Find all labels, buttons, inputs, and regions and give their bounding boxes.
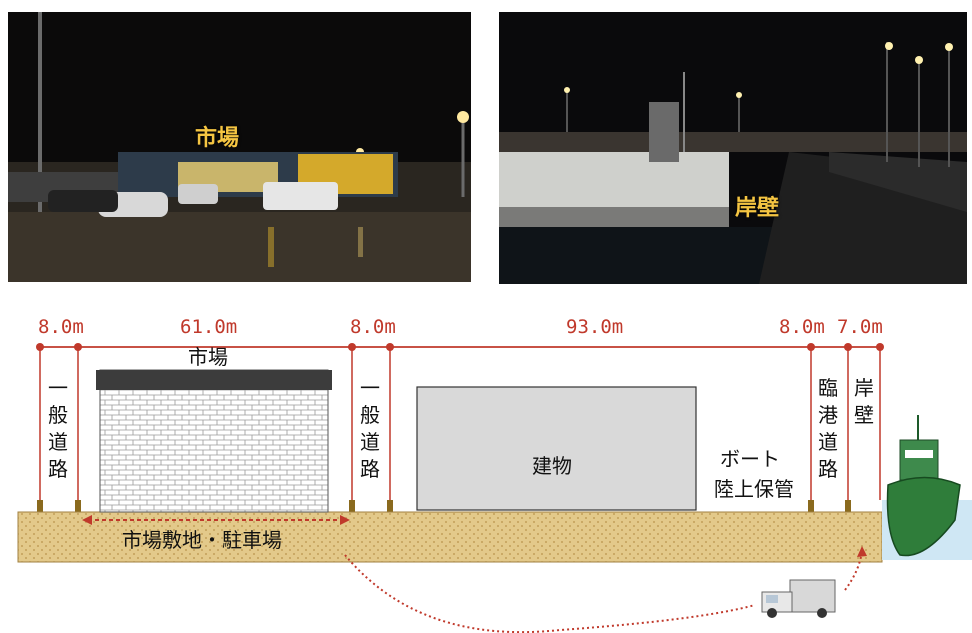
quay-label: 岸 壁 <box>854 376 874 427</box>
dim-quay: 7.0m <box>837 316 883 338</box>
market-roof <box>96 370 332 390</box>
dim-road-mid: 8.0m <box>350 316 396 338</box>
svg-text:般: 般 <box>48 403 68 427</box>
dimension-markers <box>36 343 884 500</box>
building-label: 建物 <box>532 454 572 478</box>
market-photo-label: 市場 <box>195 126 240 151</box>
dim-market: 61.0m <box>180 316 237 338</box>
svg-text:路: 路 <box>818 457 838 481</box>
cross-section-diagram: 8.0m 61.0m 8.0m 93.0m 8.0m 7.0m 市場 一 般 道… <box>17 316 972 633</box>
svg-text:道: 道 <box>818 430 838 454</box>
svg-text:一: 一 <box>360 376 380 400</box>
road-left-label: 一 般 道 路 <box>48 376 68 481</box>
transport-path <box>344 554 756 633</box>
boat-storage-label-2: 陸上保管 <box>714 477 794 501</box>
market-building <box>99 369 329 513</box>
svg-text:般: 般 <box>360 403 380 427</box>
svg-text:港: 港 <box>818 403 838 427</box>
generic-building <box>416 386 697 511</box>
truck-icon <box>761 579 836 618</box>
svg-text:路: 路 <box>48 457 68 481</box>
road-mid-label: 一 般 道 路 <box>360 376 380 481</box>
svg-text:臨: 臨 <box>818 376 838 400</box>
quay-photo-label: 岸壁 <box>735 196 780 221</box>
svg-text:岸: 岸 <box>854 376 874 400</box>
quay-photo: 岸壁 <box>499 12 967 284</box>
dim-road-left: 8.0m <box>38 316 84 338</box>
svg-text:壁: 壁 <box>854 403 874 427</box>
market-photo: 市場 <box>8 12 471 282</box>
port-road-label: 臨 港 道 路 <box>818 376 838 481</box>
dim-building-area: 93.0m <box>566 316 623 338</box>
svg-text:道: 道 <box>48 430 68 454</box>
market-extent-arrow <box>82 515 350 525</box>
boat-icon <box>882 415 972 560</box>
street-lamp-icon <box>564 42 953 167</box>
boat-storage-label-1: ボート <box>720 447 780 471</box>
bollards <box>37 500 851 514</box>
ground-label: 市場敷地・駐車場 <box>122 528 282 552</box>
market-label: 市場 <box>188 345 228 369</box>
svg-text:一: 一 <box>48 376 68 400</box>
dim-port-road: 8.0m <box>779 316 825 338</box>
svg-text:道: 道 <box>360 430 380 454</box>
svg-text:路: 路 <box>360 457 380 481</box>
